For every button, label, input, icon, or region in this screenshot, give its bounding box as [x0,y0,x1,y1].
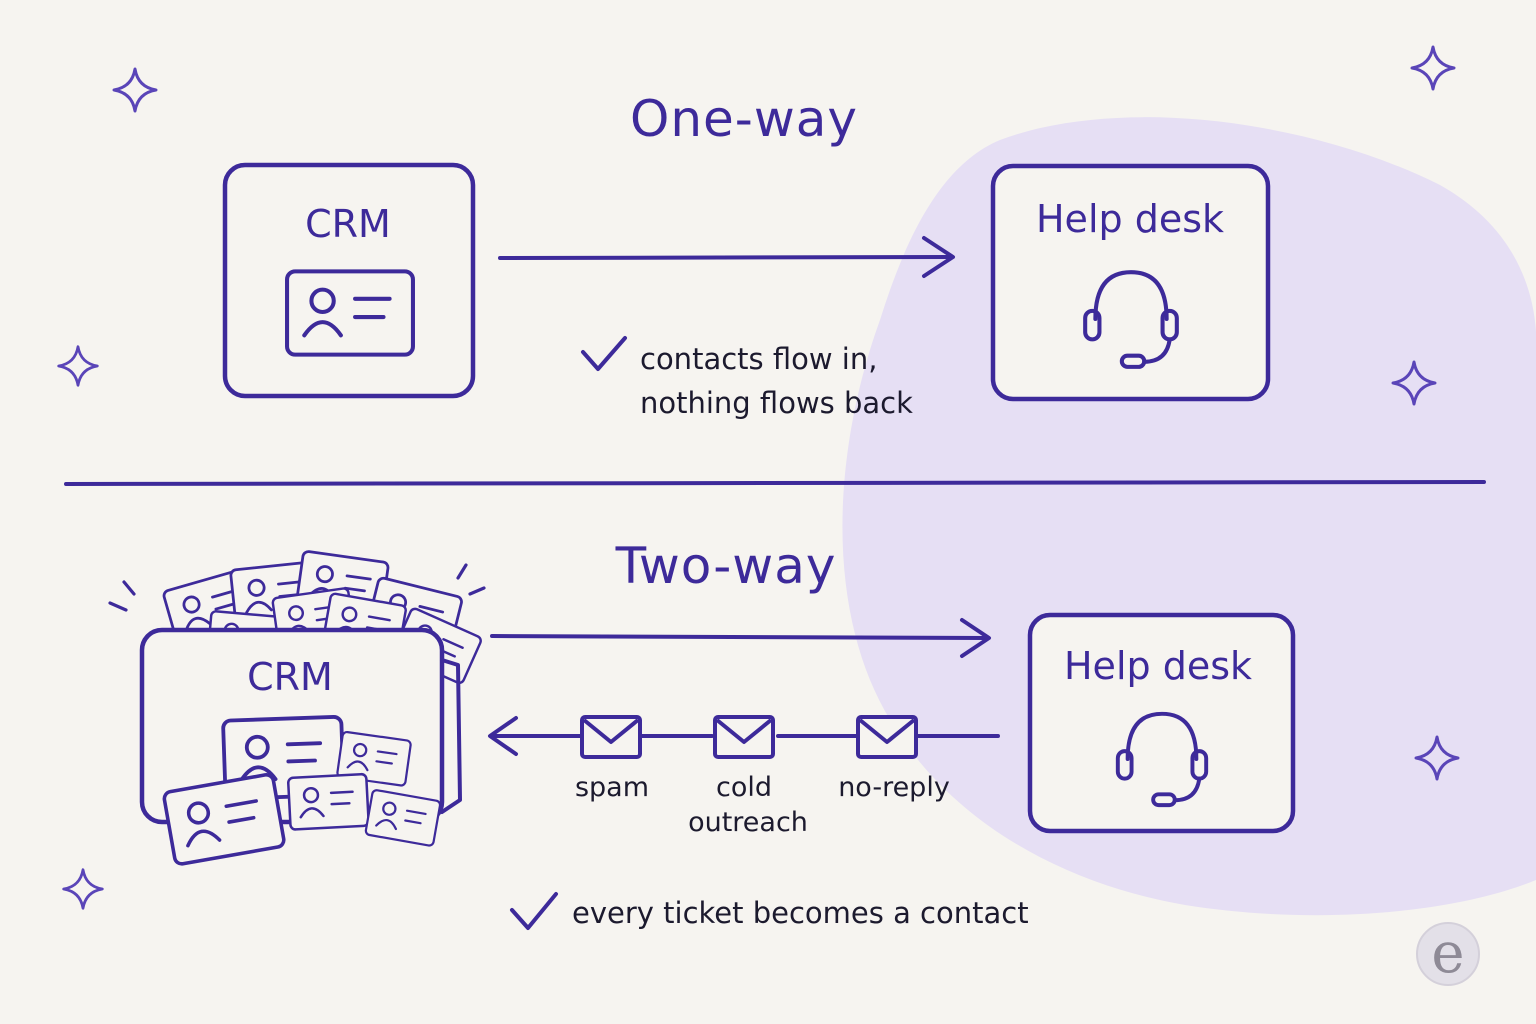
two-way-title: Two-way [615,537,837,595]
checkmark-icon [581,336,627,371]
mail-label-noreply: no-reply [838,772,950,803]
sparkle-icon [112,67,158,113]
two-way-crm-label: CRM [247,655,333,699]
mail-label-cold-line2: outreach [688,807,808,838]
one-way-note-line1: contacts flow in, [640,342,877,376]
checkmark-icon [510,892,558,930]
two-way-note: every ticket becomes a contact [572,896,1029,930]
one-way-note-line2: nothing flows back [640,386,913,420]
contact-card-icon [287,271,413,354]
two-way-forward-arrow [490,618,991,658]
burst-lines [108,563,486,612]
crm-box-side [440,658,462,814]
one-way-helpdesk-label: Help desk [1036,197,1224,241]
sparkle-icon [62,868,104,910]
mail-label-spam: spam [575,772,649,803]
one-way-crm-box [222,162,476,399]
two-way-helpdesk-box [1027,612,1296,834]
two-way-helpdesk-label: Help desk [1064,644,1252,688]
sparkle-icon [1410,45,1456,91]
envelope-icon [713,715,775,759]
logo-e-icon: e [1416,921,1480,986]
envelope-icon [580,715,642,759]
mail-label-cold-line1: cold [716,772,772,803]
one-way-crm-label: CRM [305,202,391,246]
one-way-title: One-way [630,90,858,148]
one-way-helpdesk-box [990,163,1271,402]
one-way-arrow [498,236,955,278]
sparkle-icon [57,345,99,387]
section-divider [64,480,1486,486]
envelope-icon [856,715,918,759]
two-way-return-arrow [488,716,1000,756]
svg-text:e: e [1431,921,1464,986]
